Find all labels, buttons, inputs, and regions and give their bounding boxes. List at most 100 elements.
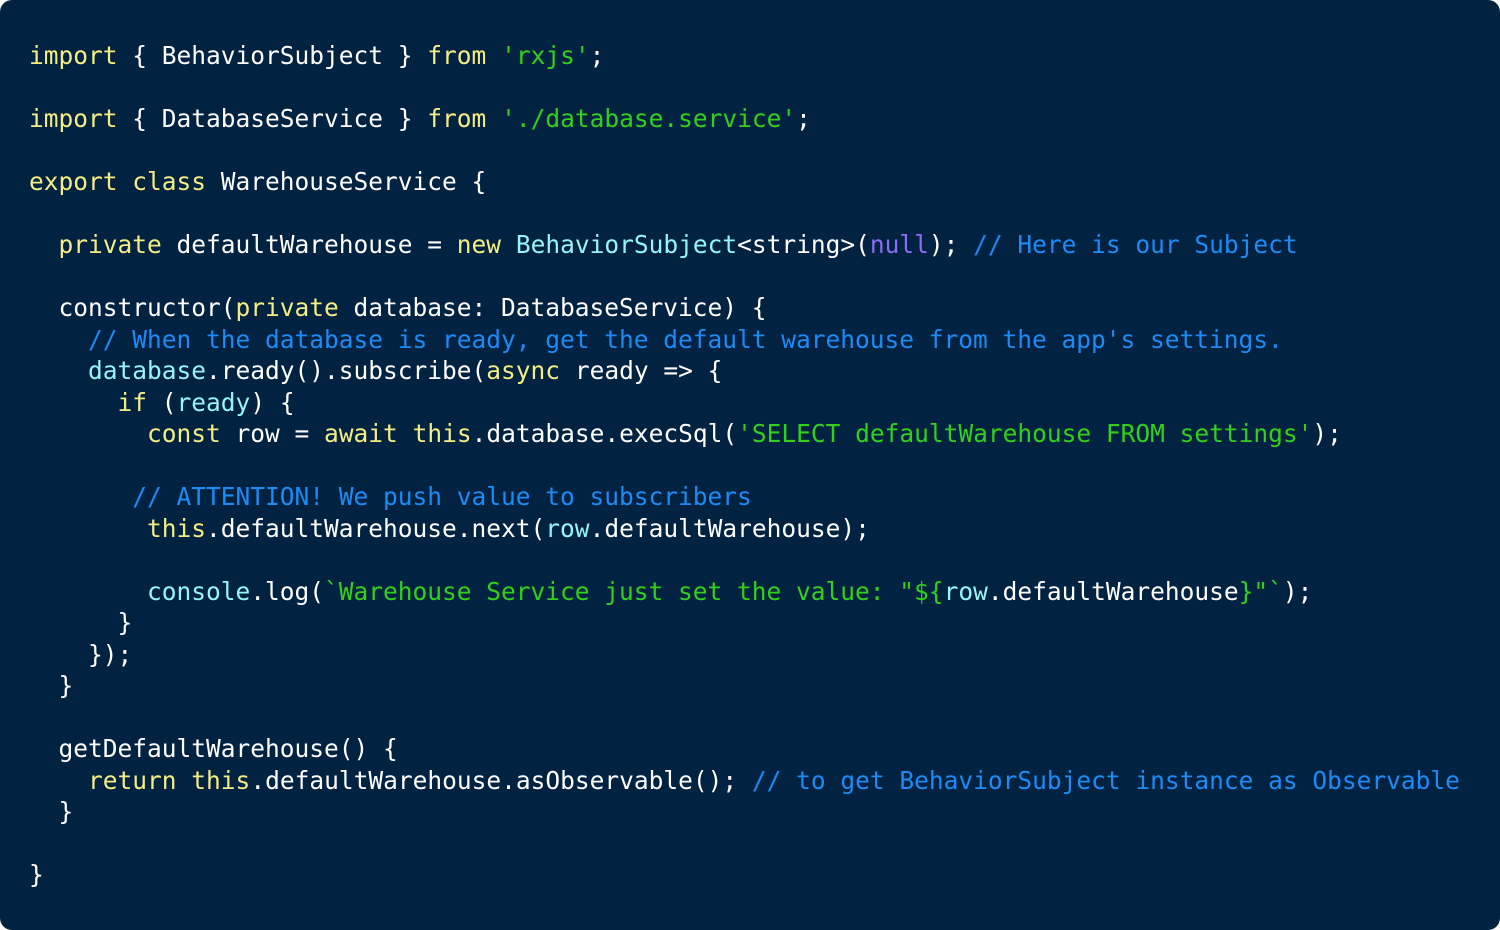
code-token-plain: ready => {	[560, 356, 723, 385]
code-token-var: console	[147, 576, 251, 606]
code-token-plain: ) {	[250, 387, 295, 417]
code-token-plain: );	[1282, 576, 1313, 606]
code-line: console.log(`Warehouse Service just set …	[29, 576, 1460, 608]
code-token-plain: defaultWarehouse =	[161, 230, 457, 259]
code-token-keyword: import	[29, 41, 118, 70]
code-token-plain	[501, 230, 516, 259]
code-token-string: }"`	[1238, 576, 1283, 606]
code-line: // When the database is ready, get the d…	[29, 324, 1460, 356]
code-token-keyword: export	[29, 167, 118, 196]
code-token-plain	[118, 167, 133, 196]
code-token-comment: // When the database is ready, get the d…	[88, 324, 1283, 354]
code-token-comment: // ATTENTION! We push value to subscribe…	[132, 482, 752, 511]
code-token-plain: });	[29, 639, 133, 669]
code-token-plain: }	[29, 671, 74, 700]
code-token-plain: database: DatabaseService) {	[338, 293, 767, 322]
code-token-plain: .database.execSql(	[471, 419, 738, 448]
code-line	[29, 261, 1460, 293]
code-token-plain	[29, 419, 147, 448]
code-block: import { BehaviorSubject } from 'rxjs';i…	[29, 40, 1460, 891]
code-token-keyword: private	[235, 293, 339, 322]
code-token-string: `Warehouse Service just set the value: "…	[324, 576, 944, 606]
code-line: database.ready().subscribe(async ready =…	[29, 355, 1460, 387]
code-line: import { DatabaseService } from './datab…	[29, 103, 1460, 135]
code-token-plain: constructor(	[29, 293, 236, 322]
code-token-plain: }	[29, 608, 133, 637]
code-line	[29, 135, 1460, 167]
code-line: const row = await this.database.execSql(…	[29, 418, 1460, 450]
code-line	[29, 72, 1460, 104]
code-line: if (ready) {	[29, 387, 1460, 419]
code-line: }	[29, 859, 1460, 891]
code-token-keyword: return	[88, 765, 177, 795]
code-token-plain: .ready().subscribe(	[206, 356, 487, 385]
code-token-keyword: this	[147, 513, 207, 543]
code-token-plain	[486, 104, 501, 133]
code-line: constructor(private database: DatabaseSe…	[29, 292, 1460, 324]
code-token-plain: }	[29, 860, 44, 889]
code-token-string: 'SELECT defaultWarehouse FROM settings'	[737, 419, 1313, 448]
code-token-keyword: await	[324, 419, 398, 448]
code-token-plain	[29, 577, 147, 606]
code-token-plain: { BehaviorSubject }	[117, 41, 428, 70]
code-token-keyword: this	[412, 419, 472, 448]
code-token-var: row	[545, 513, 590, 543]
code-token-var: row	[943, 576, 988, 606]
code-token-plain: }	[29, 797, 74, 826]
code-line: export class WarehouseService {	[29, 166, 1460, 198]
code-token-keyword: if	[117, 387, 148, 417]
code-token-null: null	[869, 230, 929, 259]
code-line: import { BehaviorSubject } from 'rxjs';	[29, 40, 1460, 72]
code-line: });	[29, 639, 1460, 671]
code-token-plain: (	[147, 387, 177, 417]
code-token-keyword: from	[427, 41, 487, 70]
code-token-plain: .defaultWarehouse.asObservable();	[250, 765, 752, 795]
code-token-comment: // Here is our Subject	[973, 230, 1298, 259]
code-line: }	[29, 607, 1460, 639]
code-token-plain	[29, 230, 59, 259]
code-token-string: 'rxjs'	[501, 41, 590, 70]
code-token-plain	[29, 388, 118, 417]
code-token-plain: WarehouseService {	[206, 167, 487, 196]
code-line: getDefaultWarehouse() {	[29, 733, 1460, 765]
code-token-plain: .defaultWarehouse.next(	[206, 513, 546, 543]
code-line: return this.defaultWarehouse.asObservabl…	[29, 765, 1460, 797]
code-token-plain	[177, 766, 192, 795]
code-line: // ATTENTION! We push value to subscribe…	[29, 481, 1460, 513]
code-token-keyword: class	[132, 167, 207, 196]
code-line	[29, 702, 1460, 734]
code-token-plain: .defaultWarehouse	[987, 576, 1239, 606]
code-line: }	[29, 796, 1460, 828]
code-token-keyword: import	[29, 104, 118, 133]
code-line	[29, 450, 1460, 482]
code-token-plain: row =	[220, 419, 325, 448]
code-line: this.defaultWarehouse.next(row.defaultWa…	[29, 513, 1460, 545]
code-token-plain: { DatabaseService }	[117, 104, 428, 133]
code-token-plain	[29, 766, 88, 795]
code-token-var: database	[88, 356, 207, 385]
code-token-class: BehaviorSubject	[515, 230, 738, 259]
code-token-keyword: const	[147, 419, 221, 448]
code-token-plain: ;	[796, 104, 811, 133]
code-token-plain	[29, 514, 147, 543]
code-token-plain: getDefaultWarehouse() {	[29, 734, 398, 763]
code-token-plain: .log(	[250, 576, 325, 606]
code-line	[29, 828, 1460, 860]
code-token-keyword: private	[58, 230, 162, 259]
code-token-plain: );	[1312, 419, 1342, 448]
code-token-plain: <string>(	[737, 230, 870, 259]
code-line: private defaultWarehouse = new BehaviorS…	[29, 229, 1460, 261]
code-token-keyword: this	[191, 765, 251, 795]
code-token-plain: ;	[589, 41, 605, 70]
code-token-string: './database.service'	[501, 104, 797, 133]
code-line: }	[29, 670, 1460, 702]
code-token-plain: );	[928, 230, 974, 259]
code-token-keyword: from	[427, 104, 487, 133]
code-line	[29, 544, 1460, 576]
code-token-plain: .defaultWarehouse);	[589, 513, 870, 543]
code-token-plain	[29, 482, 132, 511]
code-token-var: ready	[176, 387, 251, 417]
code-token-plain	[29, 325, 88, 354]
code-token-plain	[29, 356, 88, 385]
